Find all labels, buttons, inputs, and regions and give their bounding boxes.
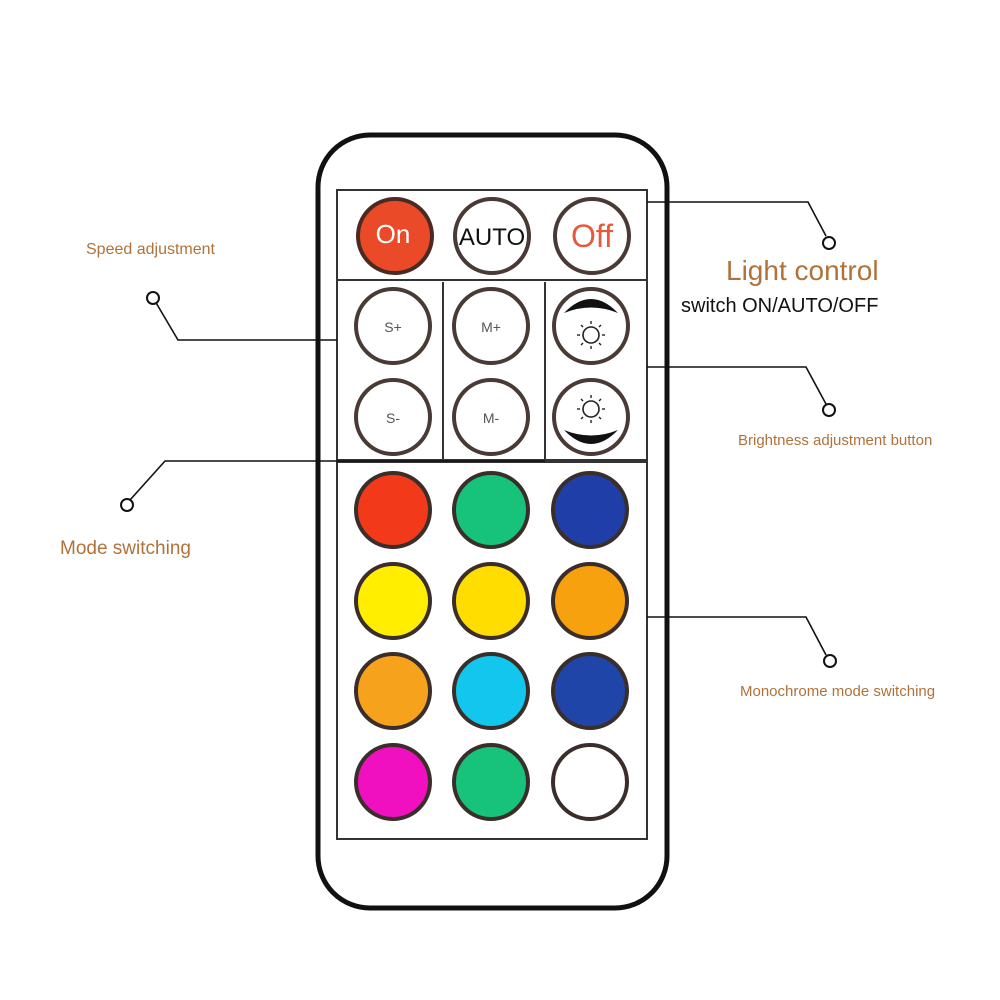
- light-leader-line: [647, 201, 827, 237]
- speed-up-button[interactable]: S+: [354, 287, 432, 365]
- speed-up-label: S+: [384, 319, 402, 335]
- color-button-green[interactable]: [452, 471, 530, 549]
- color-button-sky-blue[interactable]: [452, 652, 530, 730]
- sun-down-arrow-icon: [564, 395, 618, 444]
- mode-down-button[interactable]: M-: [452, 378, 530, 456]
- color-button-yellow[interactable]: [354, 562, 432, 640]
- speed-leader-line: [154, 300, 337, 341]
- brightness-leader-dot: [822, 403, 836, 417]
- auto-button[interactable]: AUTO: [453, 197, 531, 275]
- color-button-blue[interactable]: [551, 471, 629, 549]
- mode-switching-label: Mode switching: [60, 538, 191, 559]
- color-button-amber[interactable]: [354, 652, 432, 730]
- monochrome-mode-label: Monochrome mode switching: [740, 683, 936, 700]
- color-button-orange[interactable]: [551, 562, 629, 640]
- speed-down-button[interactable]: S-: [354, 378, 432, 456]
- speed-adjustment-label: Speed adjustment: [86, 241, 215, 258]
- off-button[interactable]: Off: [553, 197, 631, 275]
- mode-leader-line: [129, 460, 545, 501]
- color-button-magenta[interactable]: [354, 743, 432, 821]
- light-leader-dot: [822, 236, 836, 250]
- brightness-leader-line: [647, 366, 827, 405]
- speed-leader-dot: [146, 291, 160, 305]
- color-button-gold[interactable]: [452, 562, 530, 640]
- brightness-up-button[interactable]: [552, 287, 630, 365]
- auto-button-label: AUTO: [459, 224, 525, 251]
- speed-down-label: S-: [386, 410, 400, 426]
- mode-up-label: M+: [481, 319, 501, 335]
- function-panel: [336, 279, 648, 461]
- color-button-dark-blue[interactable]: [551, 652, 629, 730]
- color-panel: [336, 461, 648, 840]
- color-button-green-2[interactable]: [452, 743, 530, 821]
- light-control-subtitle: switch ON/AUTO/OFF: [681, 295, 879, 317]
- brightness-adjustment-label: Brightness adjustment button: [738, 432, 933, 449]
- on-button-label: On: [376, 219, 411, 249]
- color-button-white[interactable]: [551, 743, 629, 821]
- brightness-down-button[interactable]: [552, 378, 630, 456]
- mode-down-label: M-: [483, 410, 500, 426]
- light-control-title: Light control: [726, 255, 879, 286]
- color-button-red[interactable]: [354, 471, 432, 549]
- mode-up-button[interactable]: M+: [452, 287, 530, 365]
- mono-leader-line: [647, 616, 827, 656]
- mono-leader-dot: [823, 654, 837, 668]
- off-button-label: Off: [571, 218, 613, 254]
- mode-leader-dot: [120, 498, 134, 512]
- sun-up-arrow-icon: [564, 299, 618, 349]
- color-button-grid: [354, 471, 629, 821]
- on-button[interactable]: On: [356, 197, 434, 275]
